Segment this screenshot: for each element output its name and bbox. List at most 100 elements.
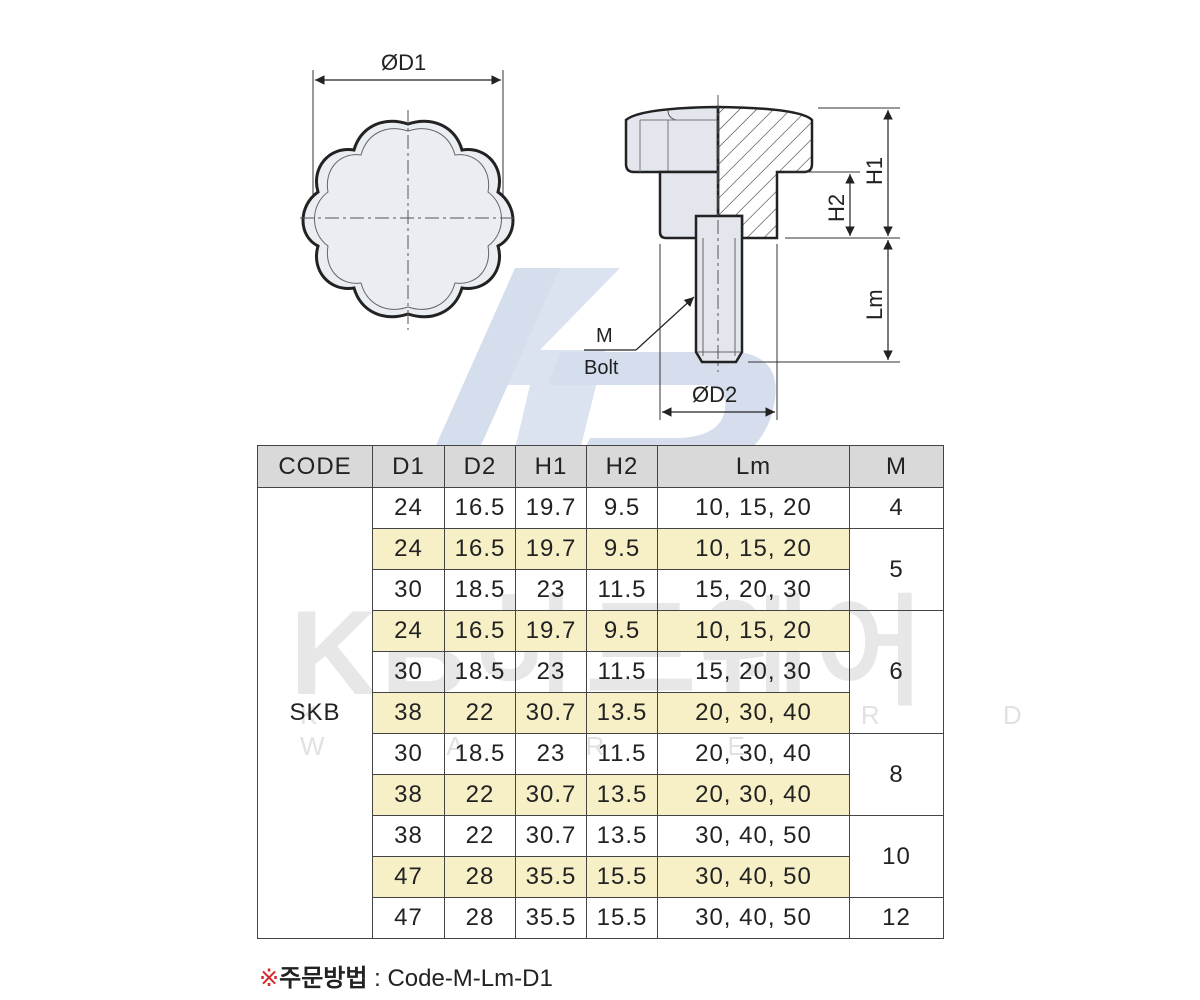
order-method-note: ※주문방법 : Code-M-Lm-D1 xyxy=(259,958,553,993)
h2-label: H2 xyxy=(824,194,849,222)
cell-h1: 19.7 xyxy=(515,528,587,570)
cell-m: 6 xyxy=(849,610,944,734)
cell-h2: 15.5 xyxy=(586,897,658,939)
bolt-shank xyxy=(694,214,744,364)
cell-h2: 11.5 xyxy=(586,569,658,611)
bolt-label: Bolt xyxy=(584,357,619,379)
cell-lm: 30, 40, 50 xyxy=(657,815,850,857)
header-d1: D1 xyxy=(372,445,445,488)
cell-d1: 30 xyxy=(372,733,445,775)
head-section xyxy=(716,105,814,240)
technical-drawing: ØD1 H1 H2 Lm xyxy=(300,50,900,420)
cell-d1: 47 xyxy=(372,856,445,898)
cell-d1: 24 xyxy=(372,610,445,652)
header-m: M xyxy=(849,445,944,488)
cell-h2: 13.5 xyxy=(586,774,658,816)
cell-h1: 23 xyxy=(515,733,587,775)
cell-h1: 23 xyxy=(515,569,587,611)
cell-d2: 18.5 xyxy=(444,651,516,693)
cell-d2: 18.5 xyxy=(444,569,516,611)
header-h1: H1 xyxy=(515,445,587,488)
cell-m: 8 xyxy=(849,733,944,816)
cell-d1: 24 xyxy=(372,487,445,529)
cell-lm: 20, 30, 40 xyxy=(657,733,850,775)
cell-d1: 38 xyxy=(372,815,445,857)
cell-h2: 11.5 xyxy=(586,651,658,693)
cell-d1: 38 xyxy=(372,774,445,816)
cell-d2: 22 xyxy=(444,774,516,816)
d2-label: ØD2 xyxy=(692,382,737,407)
lm-label: Lm xyxy=(862,289,887,320)
cell-d1: 24 xyxy=(372,528,445,570)
cell-lm: 10, 15, 20 xyxy=(657,610,850,652)
order-method-label: 주문방법 xyxy=(279,965,368,992)
cell-h1: 30.7 xyxy=(515,692,587,734)
cell-d2: 18.5 xyxy=(444,733,516,775)
header-code: CODE xyxy=(257,445,373,488)
cell-h1: 23 xyxy=(515,651,587,693)
cell-h1: 19.7 xyxy=(515,487,587,529)
cell-m: 4 xyxy=(849,487,944,529)
cell-lm: 30, 40, 50 xyxy=(657,856,850,898)
h1-label: H1 xyxy=(862,157,887,185)
cell-h1: 30.7 xyxy=(515,774,587,816)
cell-m: 12 xyxy=(849,897,944,939)
table-header-row: CODE D1 D2 H1 H2 Lm M xyxy=(257,445,944,488)
order-method-value: : Code-M-Lm-D1 xyxy=(367,965,553,992)
cell-h2: 15.5 xyxy=(586,856,658,898)
cell-h2: 9.5 xyxy=(586,487,658,529)
cell-d2: 16.5 xyxy=(444,528,516,570)
cell-d1: 47 xyxy=(372,897,445,939)
cell-h2: 13.5 xyxy=(586,692,658,734)
m-label: M xyxy=(596,325,613,347)
cell-lm: 20, 30, 40 xyxy=(657,774,850,816)
cell-h2: 9.5 xyxy=(586,528,658,570)
cell-lm: 10, 15, 20 xyxy=(657,487,850,529)
cell-lm: 20, 30, 40 xyxy=(657,692,850,734)
cell-h2: 11.5 xyxy=(586,733,658,775)
cell-h2: 13.5 xyxy=(586,815,658,857)
cell-lm: 30, 40, 50 xyxy=(657,897,850,939)
cell-h1: 30.7 xyxy=(515,815,587,857)
cell-d2: 28 xyxy=(444,897,516,939)
cell-d2: 22 xyxy=(444,815,516,857)
reference-mark: ※ xyxy=(259,965,280,992)
header-h2: H2 xyxy=(586,445,658,488)
cell-m: 5 xyxy=(849,528,944,611)
cell-d2: 28 xyxy=(444,856,516,898)
cell-m: 10 xyxy=(849,815,944,898)
cell-h2: 9.5 xyxy=(586,610,658,652)
cell-d1: 30 xyxy=(372,569,445,611)
bolt-leader-line xyxy=(635,296,695,351)
cell-d2: 16.5 xyxy=(444,487,516,529)
cell-d2: 16.5 xyxy=(444,610,516,652)
header-lm: Lm xyxy=(657,445,850,488)
cell-lm: 15, 20, 30 xyxy=(657,569,850,611)
cell-code: SKB xyxy=(257,487,373,939)
d1-label: ØD1 xyxy=(381,50,426,75)
cell-d2: 22 xyxy=(444,692,516,734)
cell-d1: 30 xyxy=(372,651,445,693)
cell-h1: 35.5 xyxy=(515,856,587,898)
cell-d1: 38 xyxy=(372,692,445,734)
cell-lm: 10, 15, 20 xyxy=(657,528,850,570)
header-d2: D2 xyxy=(444,445,516,488)
cell-h1: 19.7 xyxy=(515,610,587,652)
cell-lm: 15, 20, 30 xyxy=(657,651,850,693)
knob-top-view: ØD1 xyxy=(300,50,518,330)
cell-h1: 35.5 xyxy=(515,897,587,939)
knob-inner-outline xyxy=(314,128,502,310)
